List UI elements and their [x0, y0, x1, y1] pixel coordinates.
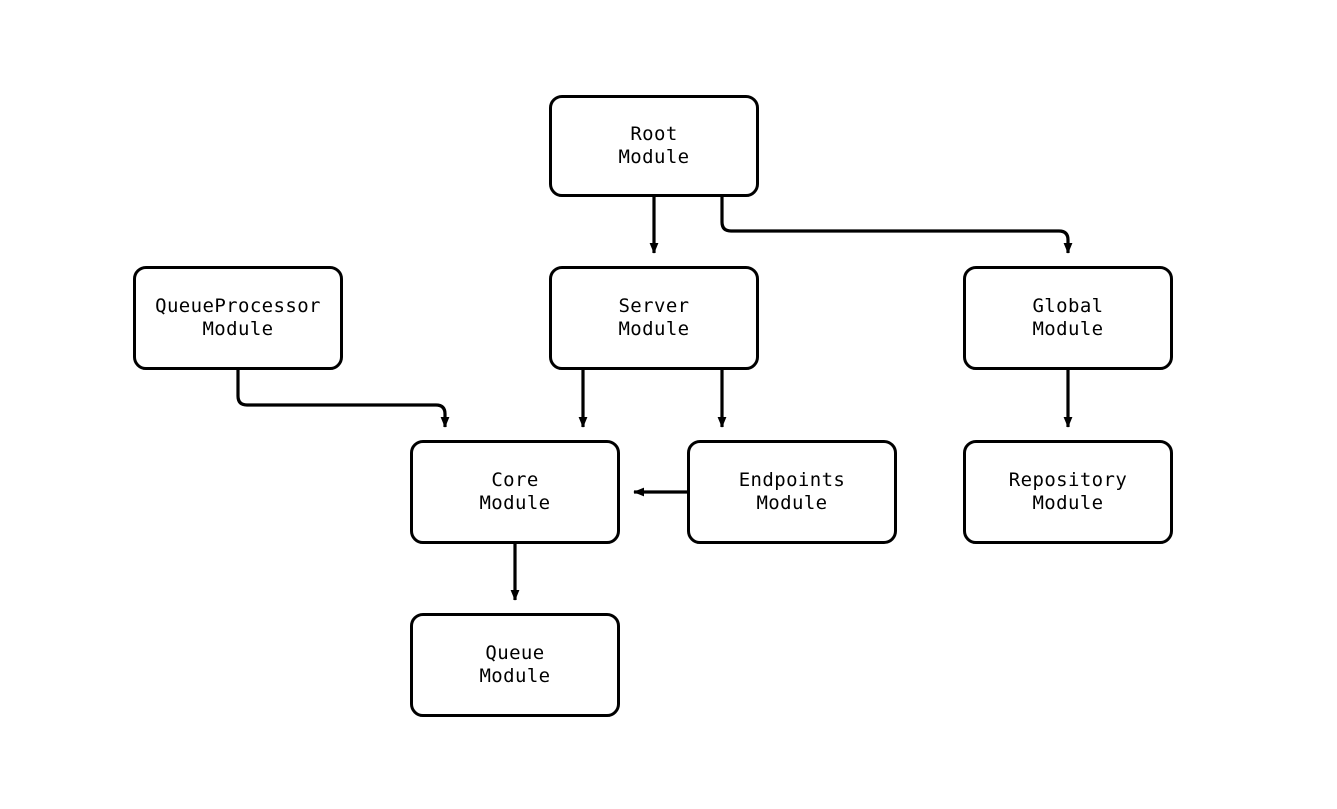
- node-server-module[interactable]: Server Module: [549, 266, 759, 370]
- node-queueprocessor-module-suffix: Module: [202, 318, 274, 340]
- node-repository-module-name: Repository: [1008, 469, 1128, 491]
- node-queue-module-suffix: Module: [479, 665, 551, 687]
- node-repository-module-suffix: Module: [1032, 492, 1104, 514]
- node-endpoints-module-name: Endpoints: [738, 469, 846, 491]
- node-core-module-suffix: Module: [479, 492, 551, 514]
- node-global-module-name: Global: [1032, 295, 1104, 317]
- node-core-module-name: Core: [491, 469, 539, 491]
- node-endpoints-module[interactable]: Endpoints Module: [687, 440, 897, 544]
- node-queueprocessor-module-name: QueueProcessor: [155, 295, 321, 317]
- node-global-module[interactable]: Global Module: [963, 266, 1173, 370]
- node-queue-module-name: Queue: [485, 642, 545, 664]
- node-root-module-name: Root: [630, 123, 678, 145]
- node-repository-module[interactable]: Repository Module: [963, 440, 1173, 544]
- node-queueprocessor-module[interactable]: QueueProcessor Module: [133, 266, 343, 370]
- node-endpoints-module-suffix: Module: [756, 492, 828, 514]
- node-root-module-suffix: Module: [618, 146, 690, 168]
- node-server-module-suffix: Module: [618, 318, 690, 340]
- node-server-module-name: Server: [618, 295, 690, 317]
- edge-queueprocessor-to-core: [236, 370, 450, 428]
- node-core-module[interactable]: Core Module: [410, 440, 620, 544]
- edge-root-to-global: [720, 197, 1073, 254]
- node-root-module[interactable]: Root Module: [549, 95, 759, 197]
- node-queue-module[interactable]: Queue Module: [410, 613, 620, 717]
- node-global-module-suffix: Module: [1032, 318, 1104, 340]
